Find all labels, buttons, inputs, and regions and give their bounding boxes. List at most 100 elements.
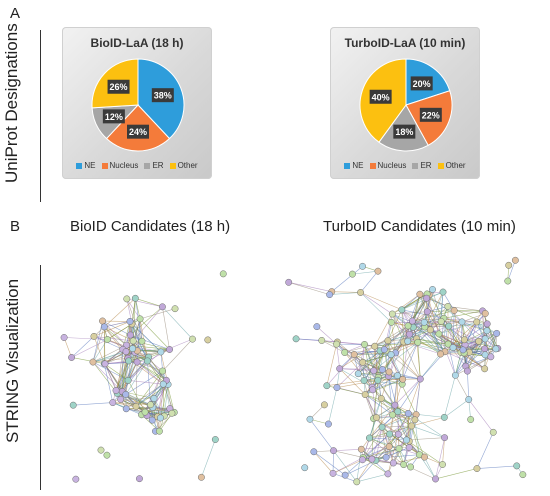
network-node [123,295,131,303]
network-edge [115,360,129,391]
network-edge [447,344,456,376]
network-node [439,288,447,296]
network-node [391,401,399,409]
network-edge [321,340,345,353]
network-node [329,469,337,477]
network-edge [357,344,365,374]
network-edge [392,414,415,421]
network-edge [435,437,445,480]
network-node [388,310,396,318]
network-node [313,323,321,331]
network-node [122,348,130,356]
network-edge [328,387,338,425]
network-edge [115,351,127,391]
network-edge [162,384,165,417]
network-edge [93,336,123,350]
network-node [72,475,80,483]
network-edge [381,398,398,412]
network-node [481,365,489,373]
network-node [97,446,105,454]
network-edge [392,311,428,315]
network-edge [389,371,421,380]
network-edge [424,456,436,480]
network-edge [412,311,428,328]
network-node [136,475,143,483]
svg-text:22%: 22% [422,110,440,120]
network-edge [390,325,409,355]
network-edge [411,417,445,427]
network-node [445,322,453,330]
legend-label-nucleus: Nucleus [377,161,407,170]
network-node [301,464,309,472]
network-node [385,443,393,451]
network-node [394,430,402,438]
network-node [166,346,173,353]
network-node [426,326,434,334]
network-edge [135,298,141,319]
network-edge [455,352,465,376]
network-edge [427,310,455,312]
network-node [365,434,373,442]
network-node [341,471,349,479]
legend-swatch-nucleus [369,162,376,169]
network-edge [362,448,400,461]
network-node [463,367,471,375]
network-edge [384,342,418,350]
network-edge [395,352,421,380]
network-edge [412,320,441,355]
network-edge [93,321,131,337]
network-edge [356,458,373,482]
network-edge [371,427,383,460]
network-edge [112,402,137,407]
network-edge [93,336,134,342]
network-node [148,416,156,424]
network-node [368,455,376,463]
network-node [171,305,179,313]
panel-b-divider [40,265,41,490]
pie-data-label-ne: 38% [151,88,174,103]
network-node [133,358,141,366]
network-edge [374,333,410,347]
network-edge [387,434,399,474]
network-edge [321,340,365,345]
network-node [126,331,134,339]
network-node [393,372,401,380]
network-edge [438,333,456,376]
svg-text:12%: 12% [105,112,123,122]
network-edge [363,448,400,458]
network-node [360,377,368,384]
network-node [101,360,109,368]
network-edge [71,357,105,364]
network-edge [71,339,108,358]
network-node [157,414,164,422]
network-node [103,451,111,459]
network-edge [360,292,392,323]
network-edge [313,451,334,474]
network-node [155,427,163,435]
network-node [511,256,519,264]
network-edge [326,344,337,386]
network-node [359,262,366,270]
legend-swatch-ne [76,162,83,169]
network-edge [364,369,383,395]
network-edge [402,342,419,380]
network-edge [132,306,163,342]
network-node [481,310,489,317]
pie-legend-bioid: NE Nucleus ER Other [62,161,212,170]
network-node [197,473,205,481]
network-edge [476,432,494,469]
legend-label-ne: NE [352,161,364,170]
network-edges [288,260,524,483]
panel-b-side-label: STRING Visualization [3,278,22,443]
network-edge [352,270,378,275]
network-edge [376,417,399,435]
network-edge [336,344,340,369]
network-edge [115,358,129,391]
network-node [389,411,397,419]
network-node [103,336,111,343]
network-edge [374,325,409,347]
network-node [414,338,422,346]
network-node [324,420,332,428]
network-node [444,302,452,310]
network-edge [461,321,486,340]
